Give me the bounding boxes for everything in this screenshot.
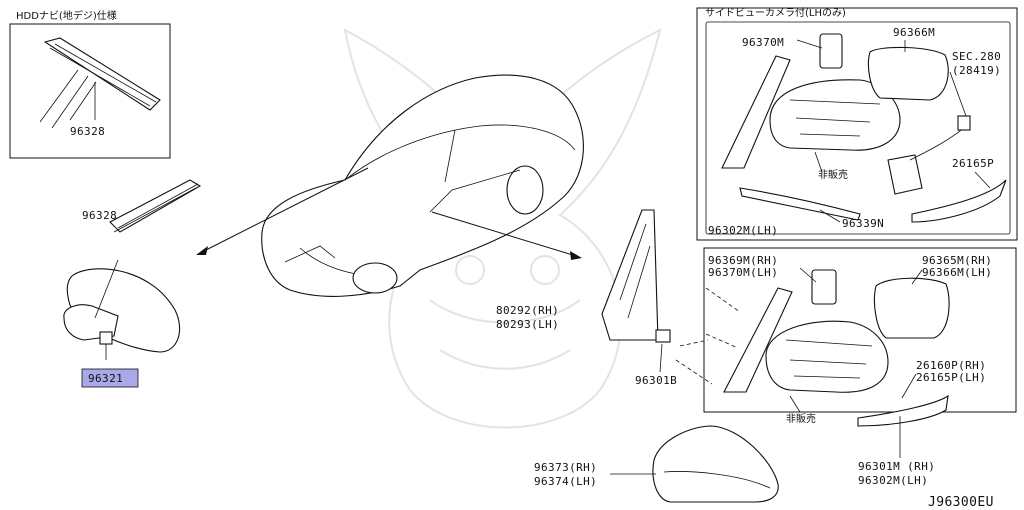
door-bracket-group: 80292(RH) 80293(LH) 96301B [496, 209, 713, 387]
label-80292[interactable]: 80292(RH) [496, 304, 559, 317]
label-80293[interactable]: 80293(LH) [496, 318, 559, 331]
diagram-code: J96300EU [928, 495, 994, 510]
label-cam-not-sold: 非販売 [818, 168, 848, 181]
label-std-26165p[interactable]: 26165P(LH) [916, 371, 986, 384]
label-cam-96366m[interactable]: 96366M [893, 26, 935, 39]
outside-mirror-box: 96369M(RH) 96370M(LH) 96365M(RH) 96366M(… [703, 247, 1017, 427]
label-std-96369m[interactable]: 96369M(RH) [708, 254, 778, 267]
label-cam-26165p[interactable]: 26165P [952, 157, 994, 170]
label-std-96370m[interactable]: 96370M(LH) [708, 266, 778, 279]
callout-arrows [196, 167, 582, 260]
label-std-96365m[interactable]: 96365M(RH) [922, 254, 992, 267]
label-mirror-96328[interactable]: 96328 [82, 209, 117, 222]
label-std-26160p[interactable]: 26160P(RH) [916, 359, 986, 372]
label-96301b[interactable]: 96301B [635, 374, 677, 387]
label-std-not-sold: 非販売 [786, 412, 816, 425]
mirror-cover-group: 96373(RH) 96374(LH) [534, 425, 779, 503]
label-std-96366m[interactable]: 96366M(LH) [922, 266, 992, 279]
label-cam-96302m[interactable]: 96302M(LH) [708, 224, 778, 237]
label-cam-96370m[interactable]: 96370M [742, 36, 784, 49]
label-96374[interactable]: 96374(LH) [534, 475, 597, 488]
label-std-96301m[interactable]: 96301M (RH) [858, 460, 935, 473]
interior-mirror-group: 96328 96321 [63, 179, 202, 388]
label-std-96302m[interactable]: 96302M(LH) [858, 474, 928, 487]
label-cam-28419: (28419) [952, 64, 1001, 77]
side-view-camera-box: サイドビューカメラ付(LHのみ) 96370M 96366M SEC.280 (… [696, 6, 1018, 241]
hdd-nav-title: HDDナビ(地デジ)仕様 [16, 9, 117, 22]
hdd-nav-box: HDDナビ(地デジ)仕様 96328 [9, 9, 171, 159]
label-mirror-96321[interactable]: 96321 [88, 372, 123, 385]
side-view-title: サイドビューカメラ付(LHのみ) [705, 6, 846, 19]
label-96373[interactable]: 96373(RH) [534, 461, 597, 474]
label-cam-96339n[interactable]: 96339N [842, 217, 884, 230]
highlighted-part-box [81, 368, 139, 388]
label-hdd-96328[interactable]: 96328 [70, 125, 105, 138]
label-cam-sec280[interactable]: SEC.280 [952, 50, 1001, 63]
car-illustration [261, 74, 584, 297]
